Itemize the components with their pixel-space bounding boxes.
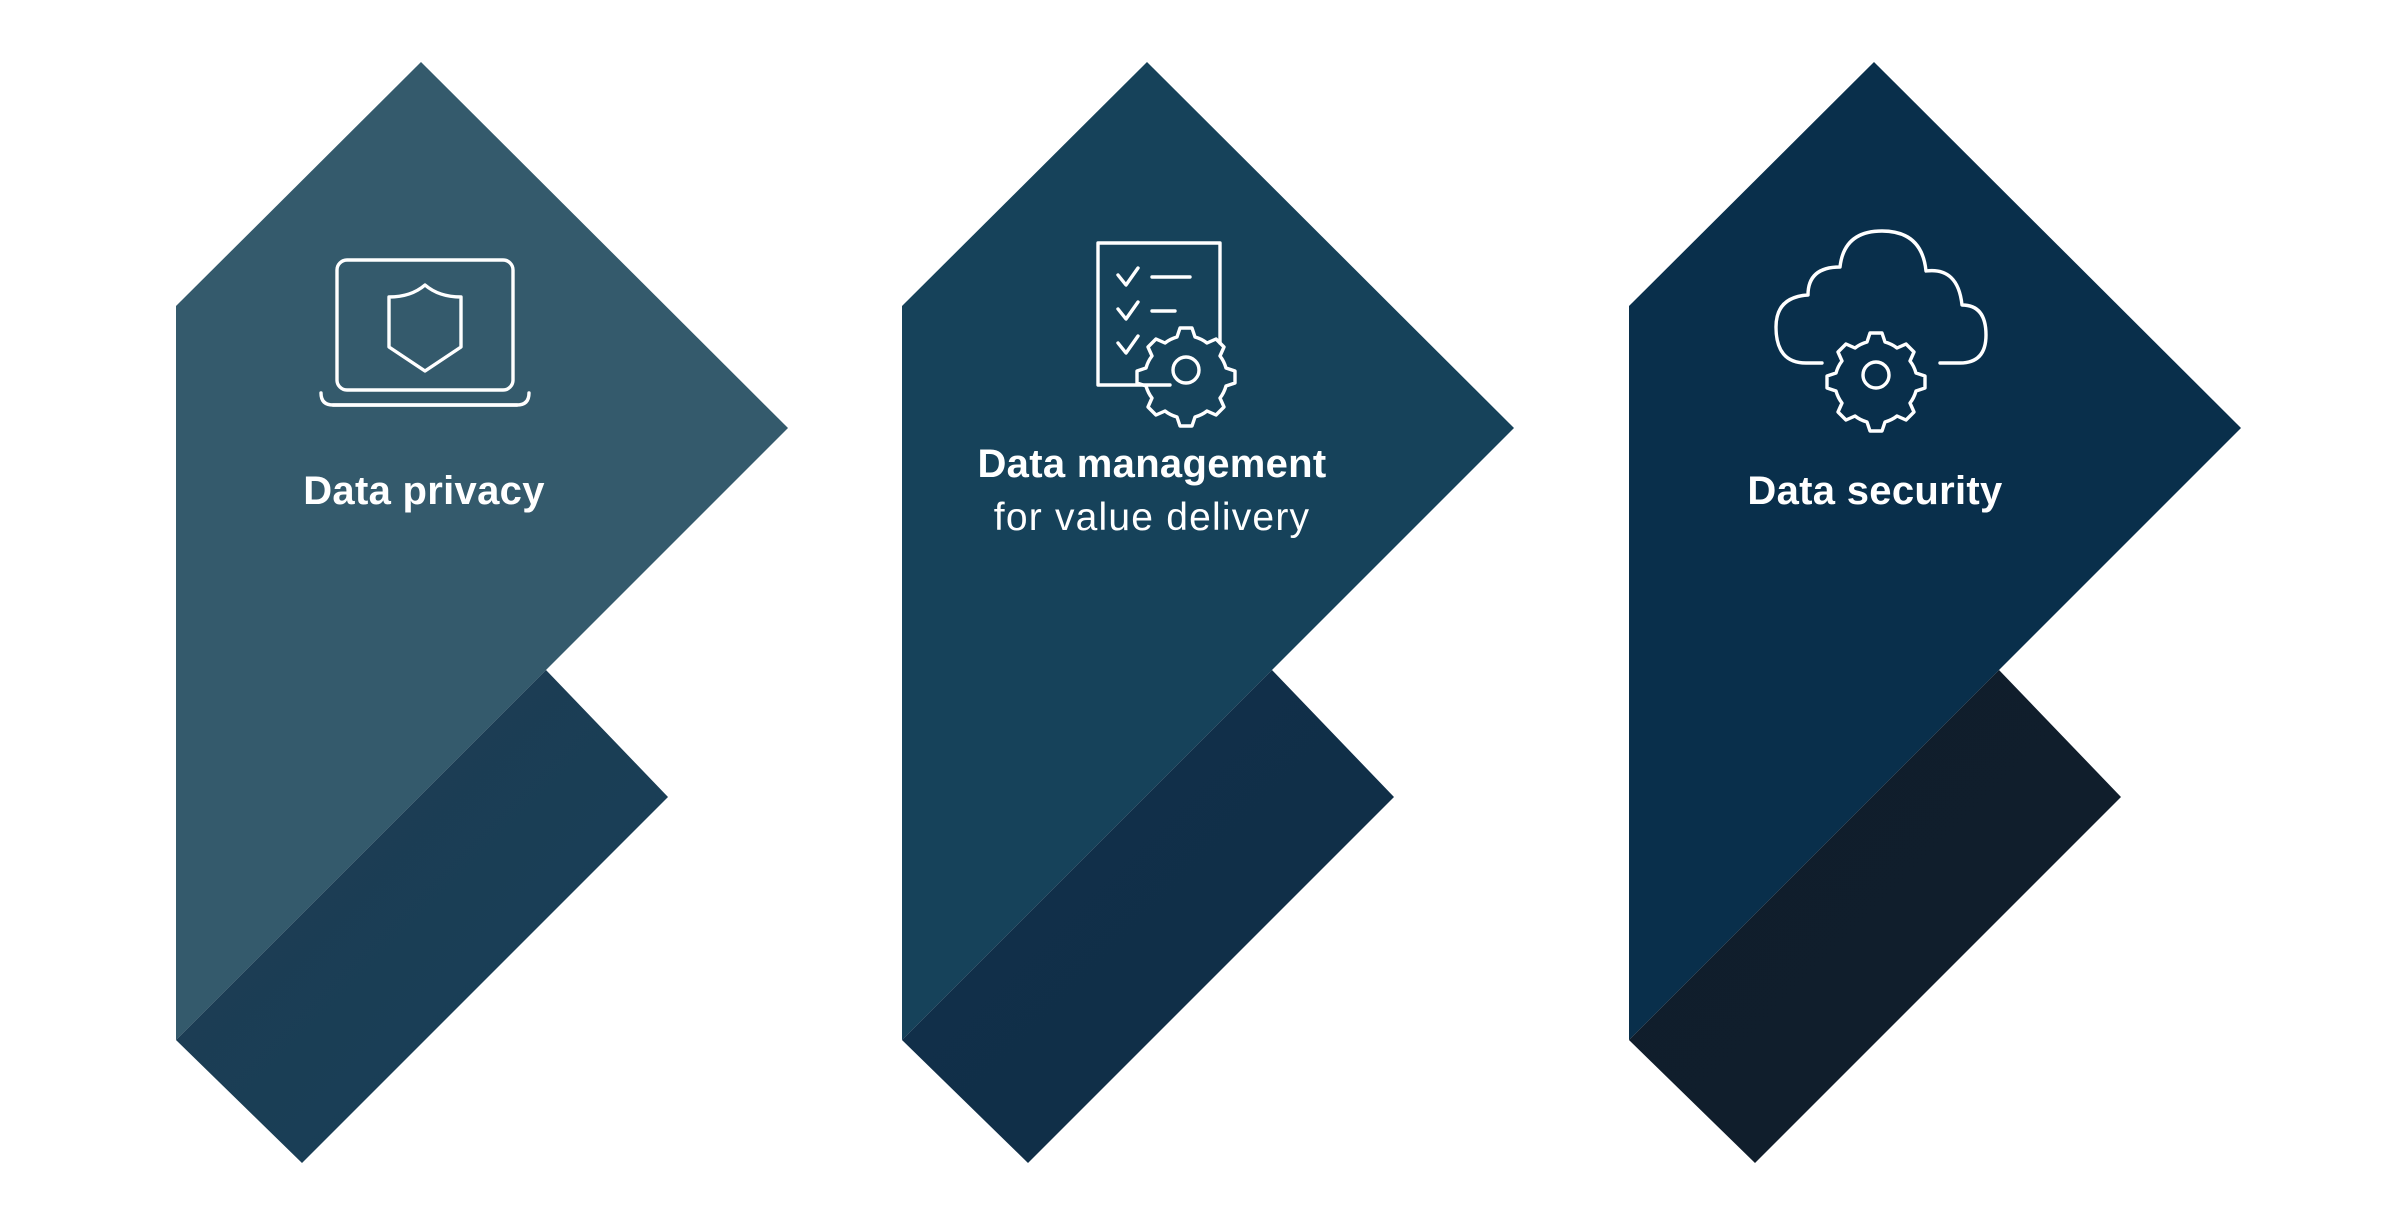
pillar-main-panel <box>902 62 1514 1040</box>
pillar-label: Data management for value delivery <box>852 436 1452 544</box>
laptop-shield-icon <box>315 245 535 445</box>
pillar-main-panel <box>176 62 788 1040</box>
checklist-gear-icon <box>1060 235 1280 435</box>
pillar-fold-panel <box>176 670 668 1163</box>
pillar-fold-panel <box>1629 670 2121 1163</box>
pillar-label: Data privacy <box>124 463 724 519</box>
pillar-label: Data security <box>1575 463 2175 519</box>
pillar-title: Data security <box>1747 469 2003 513</box>
cloud-gear-icon <box>1766 229 1988 435</box>
pillar-title: Data management <box>977 442 1327 486</box>
pillar-fold-panel <box>902 670 1394 1163</box>
pillar-title: Data privacy <box>303 469 545 513</box>
pillar-subtitle: for value delivery <box>993 496 1311 539</box>
